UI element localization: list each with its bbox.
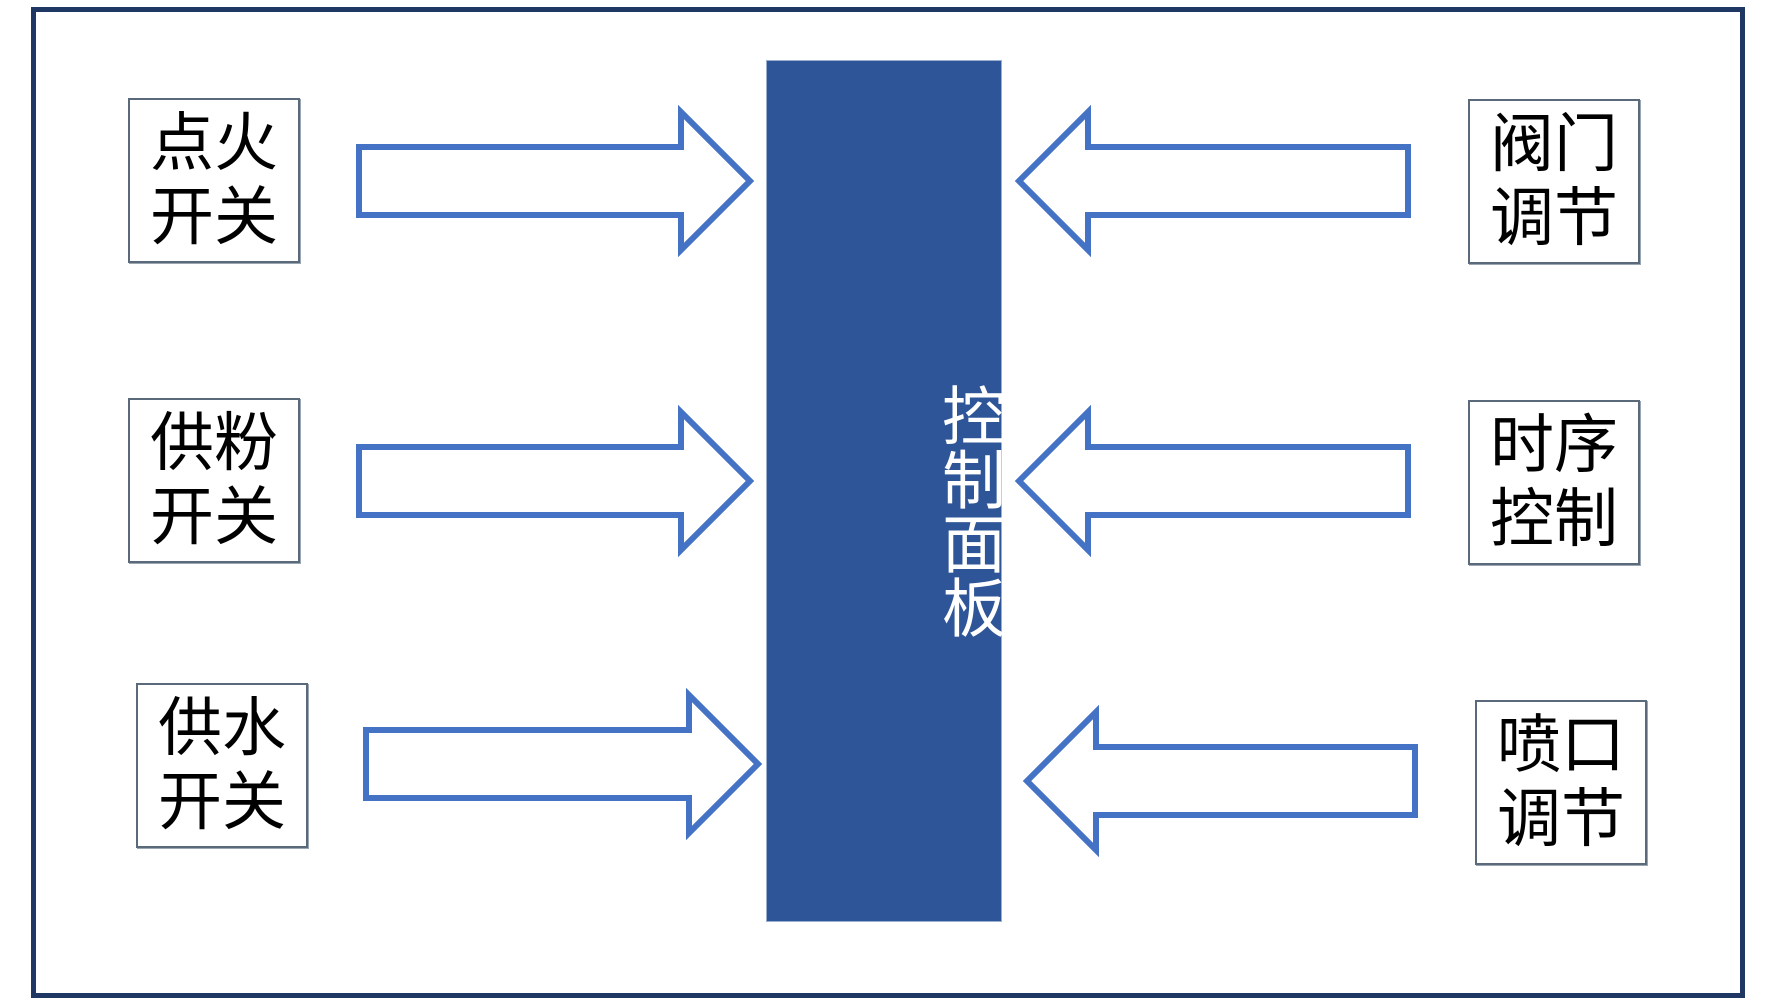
powder-supply-switch-box: 供粉 开关 — [128, 398, 300, 563]
box-text-line1: 时序 — [1490, 408, 1618, 483]
ignition-switch-box: 点火 开关 — [128, 98, 300, 263]
box-text-line2: 开关 — [150, 180, 278, 255]
right-arrow — [356, 104, 755, 258]
valve-adjust-box: 阀门 调节 — [1468, 99, 1640, 264]
box-text-line1: 喷口 — [1497, 708, 1625, 783]
control-panel-label: 控制面板 — [931, 383, 1005, 639]
control-panel-block: 控制面板 — [766, 60, 1005, 922]
left-arrow — [1014, 104, 1411, 258]
box-text-line2: 调节 — [1497, 782, 1625, 857]
left-arrow — [1022, 704, 1418, 858]
box-text-line2: 开关 — [158, 765, 286, 840]
timing-control-box: 时序 控制 — [1468, 400, 1640, 565]
box-text-line1: 供粉 — [150, 406, 278, 481]
box-text-line1: 阀门 — [1490, 107, 1618, 182]
right-arrow — [356, 404, 755, 558]
box-text-line1: 点火 — [150, 106, 278, 181]
box-text-line2: 调节 — [1490, 181, 1618, 256]
right-arrow — [363, 687, 763, 841]
box-text-line2: 开关 — [150, 480, 278, 555]
nozzle-adjust-box: 喷口 调节 — [1475, 700, 1647, 865]
water-supply-switch-box: 供水 开关 — [136, 683, 308, 848]
left-arrow — [1014, 404, 1411, 558]
box-text-line2: 控制 — [1490, 482, 1618, 557]
box-text-line1: 供水 — [158, 691, 286, 766]
